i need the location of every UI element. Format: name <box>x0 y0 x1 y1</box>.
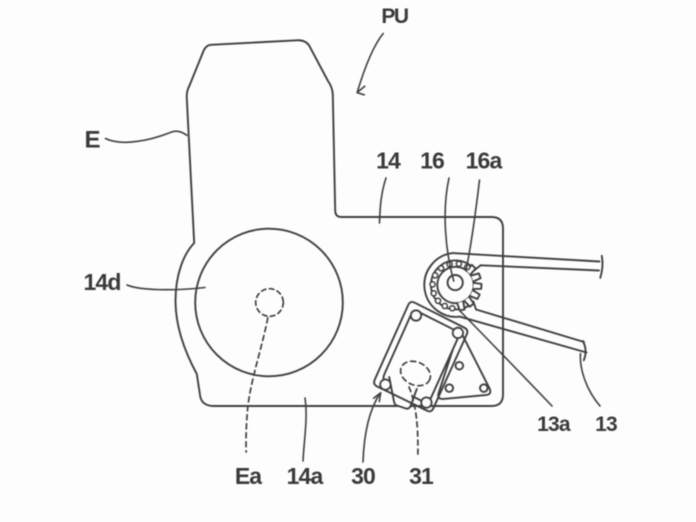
svg-text:16a: 16a <box>466 148 503 174</box>
svg-text:13a: 13a <box>537 413 571 436</box>
svg-text:E: E <box>84 127 100 154</box>
svg-text:14: 14 <box>376 148 401 174</box>
svg-text:Ea: Ea <box>235 463 262 489</box>
svg-text:PU: PU <box>381 5 408 28</box>
svg-text:16: 16 <box>420 148 444 174</box>
svg-text:14d: 14d <box>84 269 121 295</box>
svg-text:30: 30 <box>351 463 375 489</box>
svg-text:14a: 14a <box>287 463 324 489</box>
svg-text:13: 13 <box>595 413 617 436</box>
svg-text:31: 31 <box>409 463 434 489</box>
